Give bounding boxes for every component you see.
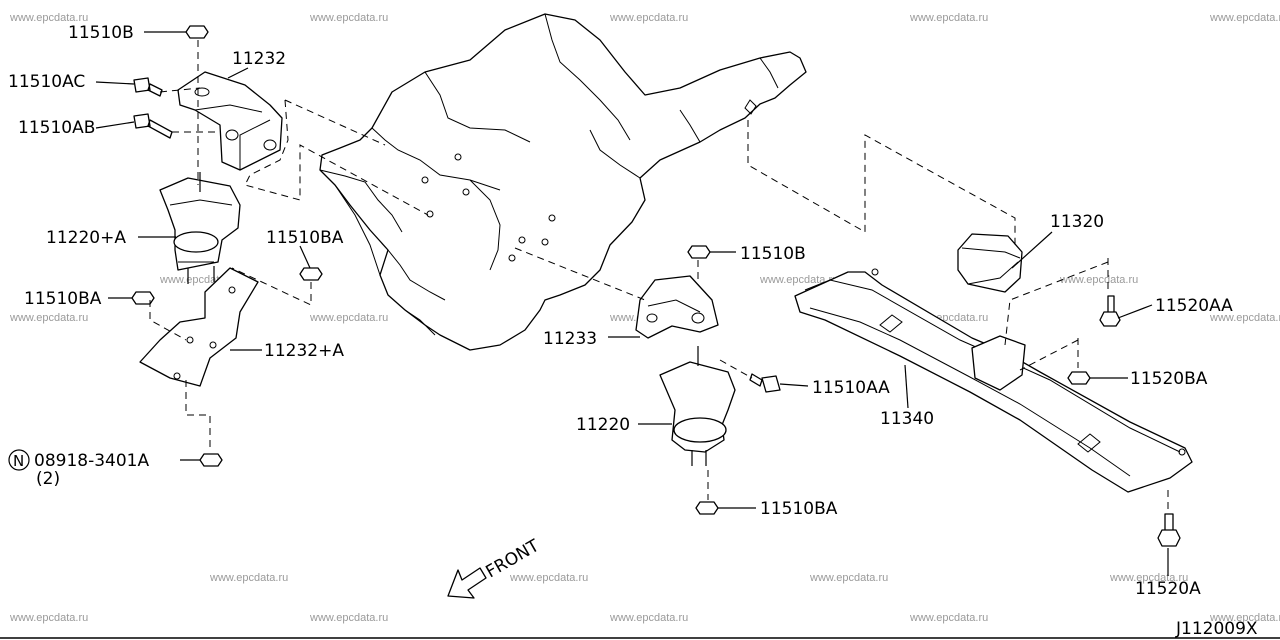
front-direction-arrow: FRONT [447,536,543,599]
label-11520A: 11520A [1135,579,1201,599]
diagram-id: J112009X [1175,619,1258,639]
engine-transmission-drawing [319,13,807,351]
nut-11520BA [1067,371,1091,385]
label-11510BA-mid: 11510BA [266,228,344,248]
watermark: www.epcdata.ru [909,12,988,24]
watermark: www.epcdata.ru [759,274,838,286]
label-08918: 08918-3401A [34,451,149,471]
label-11510B-top: 11510B [68,23,134,43]
n-symbol-letter: N [13,452,24,470]
label-11232: 11232 [232,49,286,69]
watermark: www.epcdata.ru [1059,274,1138,286]
label-11520BA: 11520BA [1130,369,1208,389]
nut-08918 [199,453,223,467]
watermark: www.epcdata.ru [1209,312,1280,324]
label-08918-qty: (2) [36,469,60,489]
label-11510AB: 11510AB [18,118,95,138]
n-symbol-circle [8,449,30,471]
bracket-11232A-drawing [139,267,259,387]
watermark: www.epcdata.ru [1209,612,1280,624]
label-11510BA-left: 11510BA [24,289,102,309]
bracket-11233-drawing [635,275,719,339]
bolt-11520A [1157,513,1181,547]
watermark: www.epcdata.ru [609,612,688,624]
watermark: www.epcdata.ru [9,612,88,624]
watermark: www.epcdata.ru [809,572,888,584]
center-fasteners [687,245,781,515]
nut-11510B-top [185,25,209,39]
crossmember-11340-drawing [794,268,1193,493]
label-11340: 11340 [880,409,934,429]
bolt-11510AA [749,373,781,393]
bracket-11232-drawing [177,71,283,171]
label-11510AA: 11510AA [812,378,890,398]
watermark: www.epcdata.ru [309,12,388,24]
label-11510B-mid: 11510B [740,244,806,264]
right-fasteners [1067,295,1181,547]
watermark: www.epcdata.ru [9,12,88,24]
watermark: www.epcdata.ru [9,312,88,324]
label-11233: 11233 [543,329,597,349]
watermark: www.epcdata.ru [609,12,688,24]
watermark: www.epcdata.ru [309,612,388,624]
watermark: www.epcdata.ru [509,572,588,584]
nut-11510BA-left [131,291,155,305]
insulator-11220A-drawing [159,172,241,284]
leader-lines [95,31,1169,576]
label-11320: 11320 [1050,212,1104,232]
bolt-11510AB [133,113,173,139]
nut-11510BA-bottom [695,501,719,515]
callout-labels: 11510B 11232 11510AC 11510AB 11220+A 115… [8,23,1258,639]
label-11220: 11220 [576,415,630,435]
label-11520AA: 11520AA [1155,296,1233,316]
label-11510BA-bottom: 11510BA [760,499,838,519]
label-11232A: 11232+A [264,341,344,361]
assembly-lines [149,40,1169,512]
label-11510AC: 11510AC [8,72,85,92]
watermark: www.epcdata.ru [909,612,988,624]
insulator-11220-drawing [659,346,736,466]
label-11220A: 11220+A [46,228,126,248]
nut-11510BA-mid [299,267,323,281]
watermark: www.epcdata.ru [309,312,388,324]
watermark: www.epcdata.ru [1209,12,1280,24]
bolt-11520AA [1099,295,1121,327]
bolt-11510AC [133,77,163,97]
nut-11510B-mid [687,245,711,259]
mount-11320-drawing [957,233,1023,293]
watermark: www.epcdata.ru [209,572,288,584]
